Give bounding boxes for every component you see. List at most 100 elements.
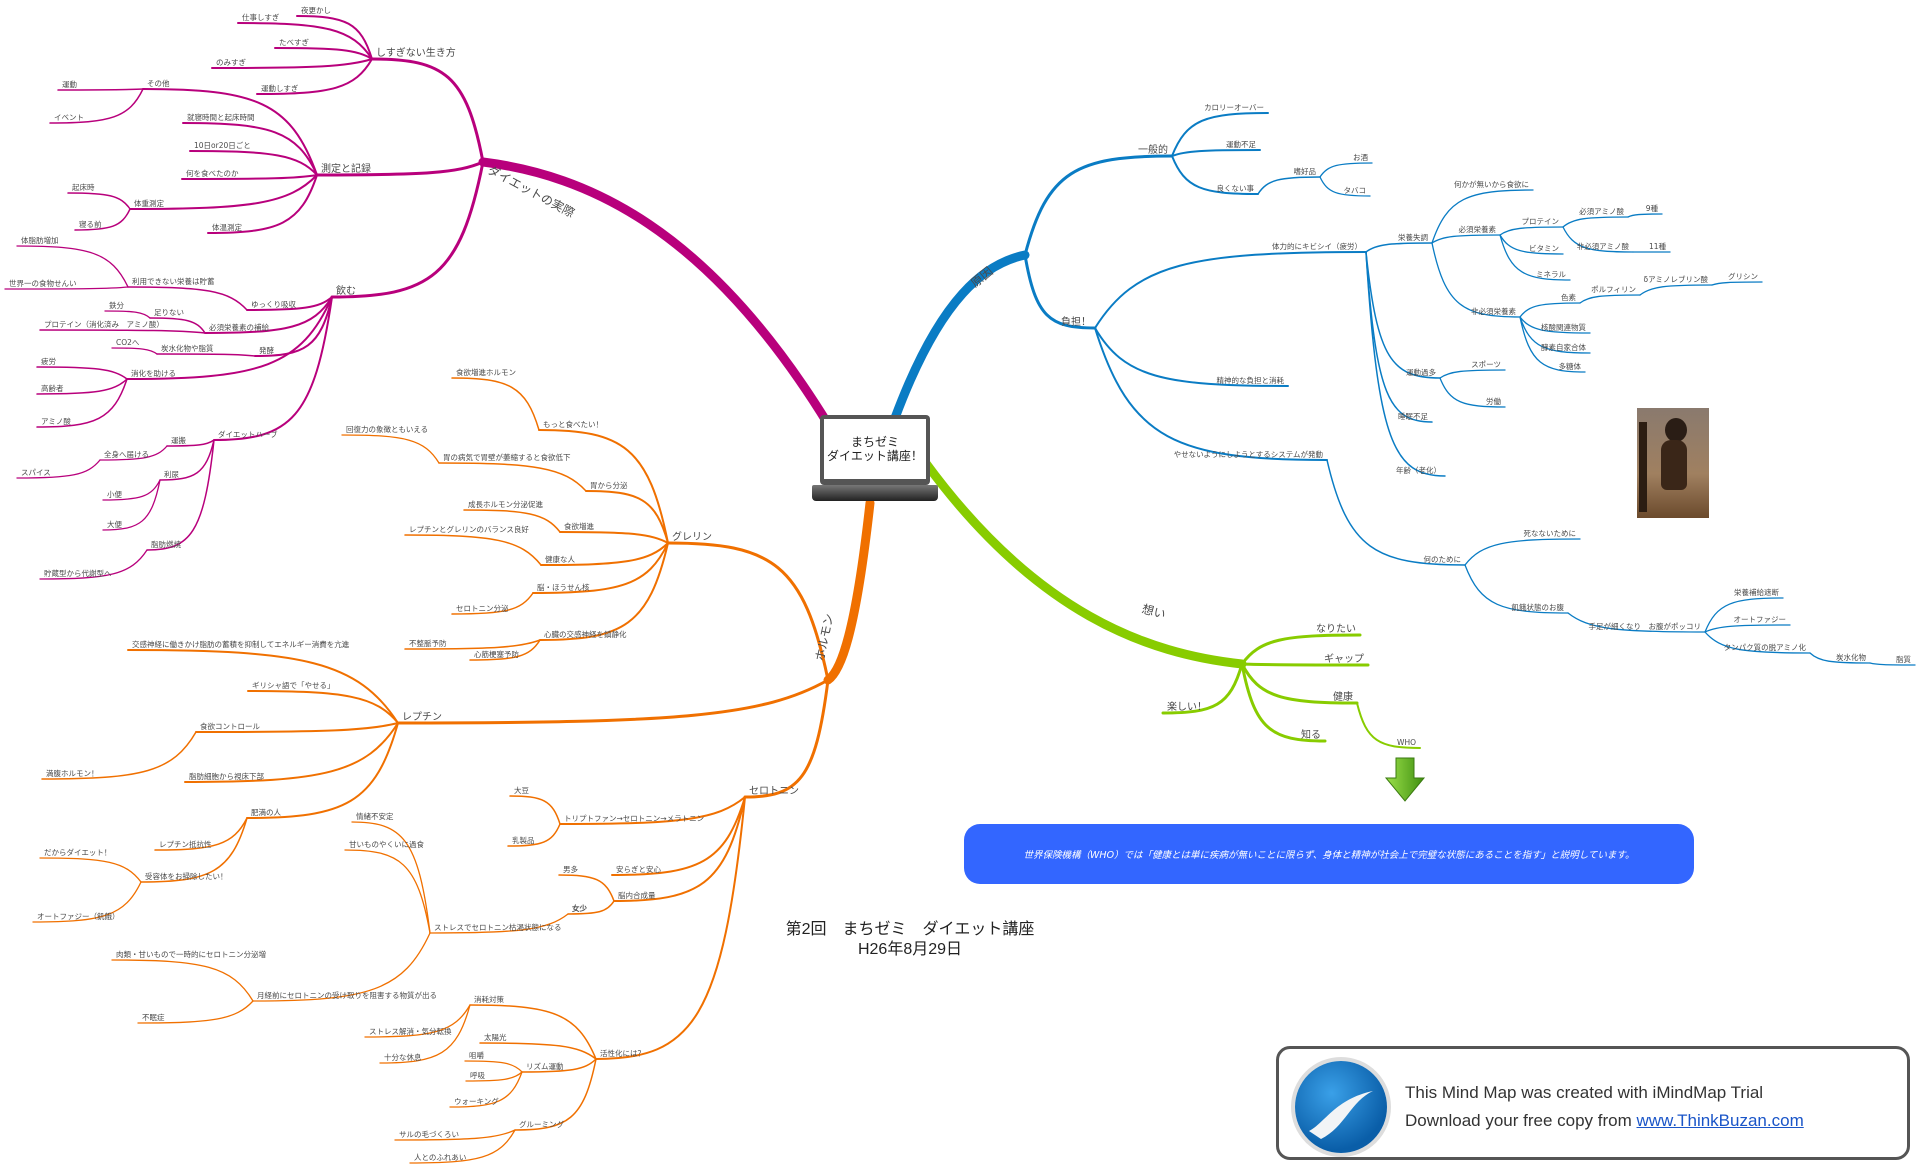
leaf-topic-label[interactable]: ビタミン xyxy=(1529,244,1559,253)
leaf-topic-label[interactable]: 寝る前 xyxy=(79,219,102,229)
subtopic-label[interactable]: 脂肪燃焼 xyxy=(151,539,181,549)
leaf-topic-label[interactable]: CO2へ xyxy=(116,338,140,347)
leaf-topic-label[interactable]: オートファジー（飢餓） xyxy=(37,911,120,921)
leaf-topic-label[interactable]: 11種 xyxy=(1649,241,1667,251)
subtopic-label[interactable]: δアミノレブリン酸 xyxy=(1644,274,1709,284)
subtopic-label[interactable]: 体重測定 xyxy=(134,198,164,208)
subtopic-label[interactable]: グルーミング xyxy=(519,1119,564,1129)
leaf-topic-label[interactable]: 10日or20日ごと xyxy=(194,140,251,150)
leaf-topic-label[interactable]: タバコ xyxy=(1344,186,1367,195)
subtopic-label[interactable]: 必須栄養素 xyxy=(1459,224,1497,234)
leaf-topic-label[interactable]: 不整脈予防 xyxy=(409,638,447,648)
leaf-topic-label[interactable]: ギャップ xyxy=(1324,653,1364,665)
leaf-topic-label[interactable]: スポーツ xyxy=(1471,360,1501,369)
leaf-topic-label[interactable]: 貯蔵型から代謝型へ xyxy=(44,568,112,578)
leaf-topic-label[interactable]: 太陽光 xyxy=(484,1032,507,1042)
leaf-topic-label[interactable]: 体脂肪増加 xyxy=(21,235,59,245)
leaf-topic-label[interactable]: 酵素自家合体 xyxy=(1541,342,1586,352)
leaf-topic-label[interactable]: 夜更かし xyxy=(301,5,331,15)
subtopic-label[interactable]: ゆっくり吸収 xyxy=(251,300,296,309)
leaf-topic-label[interactable]: サルの毛づくろい xyxy=(399,1129,459,1139)
leaf-topic-label[interactable]: 情緒不安定 xyxy=(356,811,394,821)
leaf-topic-label[interactable]: オートファジー xyxy=(1734,615,1787,624)
subtopic-label[interactable]: 女少 xyxy=(572,903,587,913)
leaf-topic-label[interactable]: 仕事しすぎ xyxy=(242,12,280,22)
leaf-topic-label[interactable]: 疲労 xyxy=(41,356,56,366)
leaf-topic-label[interactable]: 咀嚼 xyxy=(469,1051,484,1060)
leaf-topic-label[interactable]: ストレス解消・気分転換 xyxy=(369,1026,452,1036)
subtopic-label[interactable]: 健康 xyxy=(1333,690,1353,703)
leaf-topic-label[interactable]: 安らぎと安心 xyxy=(616,864,661,874)
leaf-topic-label[interactable]: ウォーキング xyxy=(454,1096,499,1106)
leaf-topic-label[interactable]: 男多 xyxy=(563,864,578,874)
leaf-topic-label[interactable]: 何かが無いから食欲に xyxy=(1454,179,1529,189)
leaf-topic-label[interactable]: 乳製品 xyxy=(512,835,535,845)
leaf-topic-label[interactable]: だからダイエット！ xyxy=(44,847,111,857)
subtopic-label[interactable]: 炭水化物や脂質 xyxy=(161,343,214,353)
leaf-topic-label[interactable]: ギリシャ語で「やせる」 xyxy=(252,680,335,690)
leaf-topic-label[interactable]: 満腹ホルモン！ xyxy=(46,768,99,778)
leaf-topic-label[interactable]: 知る xyxy=(1301,728,1321,741)
central-topic-laptop[interactable]: まちゼミ ダイエット講座！ xyxy=(812,415,938,505)
subtopic-label[interactable]: ポルフィリン xyxy=(1591,285,1636,294)
subtopic-label[interactable]: ダイエットハーブ xyxy=(218,429,278,439)
subtopic-label[interactable]: リズム運動 xyxy=(526,1061,564,1071)
leaf-topic-label[interactable]: アミノ酸 xyxy=(41,416,71,426)
subtopic-label[interactable]: 食欲コントロール xyxy=(200,721,260,731)
leaf-topic-label[interactable]: 運動 xyxy=(62,80,77,89)
leaf-topic-label[interactable]: 小便 xyxy=(107,489,122,499)
leaf-topic-label[interactable]: 呼吸 xyxy=(470,1070,485,1080)
subtopic-label[interactable]: タンパク質の脱アミノ化 xyxy=(1724,642,1807,652)
subtopic-label[interactable]: 消化を助ける xyxy=(131,368,176,378)
leaf-topic-label[interactable]: 人とのふれあい xyxy=(414,1153,466,1162)
subtopic-label[interactable]: 飢餓状態のお腹 xyxy=(1512,602,1565,612)
subtopic-label[interactable]: 活性化には？ xyxy=(600,1048,645,1058)
leaf-topic-label[interactable]: 死なないために xyxy=(1524,529,1577,538)
leaf-topic-label[interactable]: レプチン抵抗性 xyxy=(159,839,212,849)
subtopic-label[interactable]: 非必須栄養素 xyxy=(1471,306,1516,316)
leaf-topic-label[interactable]: 栄養補給遮断 xyxy=(1734,587,1779,597)
leaf-topic-label[interactable]: セロトニン分泌 xyxy=(456,603,509,613)
thinkbuzan-link[interactable]: www.ThinkBuzan.com xyxy=(1636,1111,1804,1130)
leaf-topic-label[interactable]: 体温測定 xyxy=(212,222,242,232)
subtopic-label[interactable]: 全身へ届ける xyxy=(104,449,149,459)
leaf-topic-label[interactable]: ミネラル xyxy=(1536,270,1566,279)
subtopic-label[interactable]: 運動過多 xyxy=(1406,367,1436,377)
subtopic-label[interactable]: 嗜好品 xyxy=(1294,166,1317,176)
leaf-topic-label[interactable]: 心筋梗塞予防 xyxy=(474,649,519,659)
leaf-topic-label[interactable]: なりたい xyxy=(1316,623,1356,635)
leaf-topic-label[interactable]: 9種 xyxy=(1646,203,1659,213)
leaf-topic-label[interactable]: グリシン xyxy=(1728,271,1758,281)
leaf-topic-label[interactable]: 十分な休息 xyxy=(384,1052,422,1062)
subtopic-label[interactable]: 月経前にセロトニンの受け取りを阻害する物質が出る xyxy=(257,990,437,1000)
leaf-topic-label[interactable]: 年齢（老化） xyxy=(1396,465,1441,475)
subtopic-label[interactable]: 利用できない栄養は貯蓄 xyxy=(132,276,215,286)
leaf-topic-label[interactable]: 精神的な負担と消耗 xyxy=(1217,375,1285,385)
subtopic-label[interactable]: 胃から分泌 xyxy=(590,480,628,490)
subtopic-label[interactable]: 色素 xyxy=(1561,292,1577,302)
leaf-topic-label[interactable]: イベント xyxy=(54,113,84,122)
leaf-topic-label[interactable]: 何を食べたのか xyxy=(186,168,239,178)
subtopic-label[interactable]: 心臓の交感神経を鎮静化 xyxy=(544,629,627,639)
leaf-topic-label[interactable]: 不眠症 xyxy=(142,1012,165,1022)
leaf-topic-label[interactable]: 成長ホルモン分泌促進 xyxy=(468,499,543,509)
subtopic-label[interactable]: 胃の病気で胃壁が萎縮すると食欲低下 xyxy=(443,452,571,462)
leaf-topic-label[interactable]: 運動不足 xyxy=(1226,140,1256,149)
main-topic-label[interactable]: 想い xyxy=(1140,601,1167,622)
leaf-topic-label[interactable]: たべすぎ xyxy=(279,37,309,47)
leaf-topic-label[interactable]: WHO xyxy=(1397,738,1416,747)
leaf-topic-label[interactable]: 運動しすぎ xyxy=(261,83,299,93)
leaf-topic-label[interactable]: 食欲増進ホルモン xyxy=(456,367,516,377)
leaf-topic-label[interactable]: 世界一の食物せんい xyxy=(9,278,77,288)
leaf-topic-label[interactable]: 核酸関連物質 xyxy=(1541,322,1586,332)
leaf-topic-label[interactable]: カロリーオーバー xyxy=(1204,103,1264,112)
subtopic-label[interactable]: 受容体をお掃除したい！ xyxy=(145,871,228,881)
subtopic-label[interactable]: ストレスでセロトニン枯渇状態になる xyxy=(434,922,562,932)
subtopic-label[interactable]: 利尿 xyxy=(164,469,179,479)
leaf-topic-label[interactable]: スパイス xyxy=(21,468,51,477)
leaf-topic-label[interactable]: レプチンとグレリンのバランス良好 xyxy=(409,524,529,534)
leaf-topic-label[interactable]: 多糖体 xyxy=(1559,361,1582,371)
subtopic-label[interactable]: 発酵 xyxy=(259,346,274,355)
subtopic-label[interactable]: 非必須アミノ酸 xyxy=(1577,241,1630,251)
leaf-topic-label[interactable]: 甘いものやくいに過食 xyxy=(349,839,424,849)
